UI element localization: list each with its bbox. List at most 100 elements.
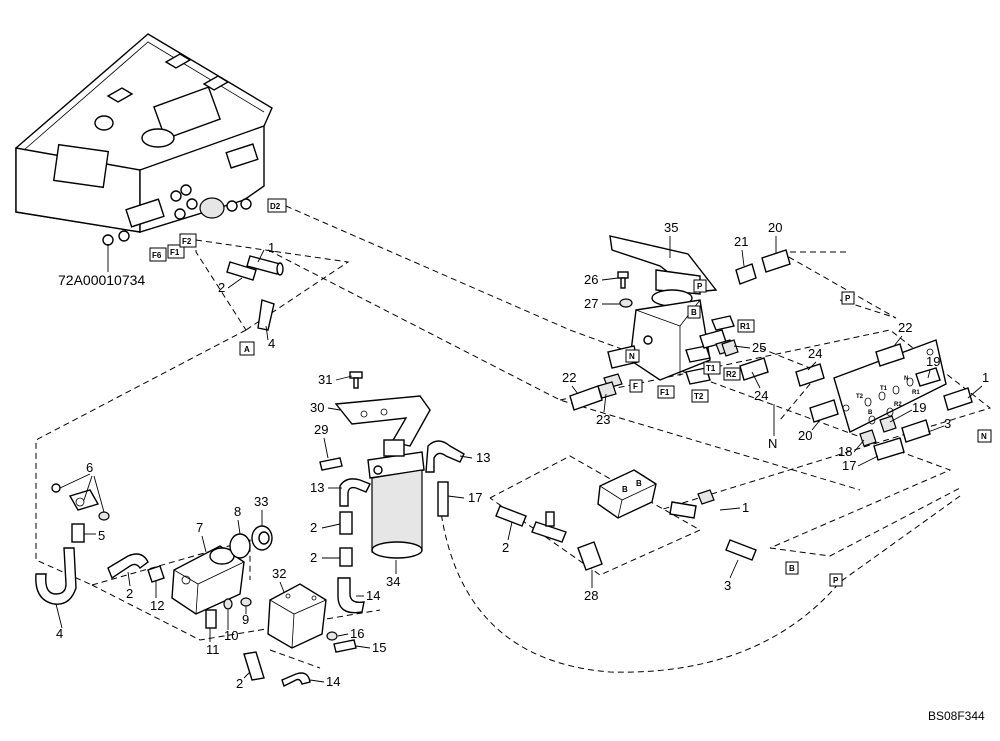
port-label-B-bottom: B — [785, 561, 799, 575]
washer-9 — [240, 597, 252, 607]
svg-text:A: A — [244, 345, 250, 354]
fitting-20-top — [761, 249, 791, 273]
callout-1-right: 1 — [982, 370, 989, 385]
fitting-5 — [71, 523, 85, 543]
port-label-F1: F1 — [167, 244, 185, 259]
callout-19: 19 — [926, 354, 940, 369]
tee-fitting — [531, 511, 567, 543]
hydraulic-tank — [15, 33, 273, 246]
callout-7: 7 — [196, 520, 203, 535]
callout-14-center: 14 — [366, 588, 380, 603]
port-label-T1: T1 — [703, 361, 721, 375]
callout-23: 23 — [596, 412, 610, 427]
port-label-T2: T2 — [691, 389, 709, 403]
fitting-25 — [721, 339, 739, 357]
callout-13-right: 13 — [476, 450, 490, 465]
svg-text:D2: D2 — [270, 202, 281, 211]
callout-27: 27 — [584, 296, 598, 311]
bolt-29 — [319, 457, 343, 471]
tank-part-code: 72A00010734 — [58, 272, 145, 288]
callout-N-letter: N — [768, 436, 777, 451]
elbow-14-bottom — [281, 672, 311, 687]
sheet-code: BS08F344 — [928, 709, 985, 723]
callout-18: 18 — [838, 444, 852, 459]
callout-32: 32 — [272, 566, 286, 581]
callout-1: 1 — [268, 240, 275, 255]
elbow-13-upper — [425, 440, 465, 473]
port-label-F6: F6 — [149, 247, 167, 262]
callout-4: 4 — [268, 336, 275, 351]
elbow-2-pump — [107, 553, 149, 580]
fitting-23 — [597, 381, 617, 399]
fitting-28 — [577, 541, 603, 571]
svg-text:T2: T2 — [694, 392, 704, 401]
callout-31: 31 — [318, 372, 332, 387]
callout-15: 15 — [372, 640, 386, 655]
washer-27 — [619, 298, 633, 308]
svg-text:F1: F1 — [660, 388, 670, 397]
svg-text:R2: R2 — [894, 402, 902, 408]
seal-8 — [229, 533, 251, 559]
fitting-2-right — [495, 505, 527, 527]
port-label-D2: D2 — [267, 198, 287, 213]
fitting-2-center-b — [339, 547, 353, 567]
callout-33: 33 — [254, 494, 268, 509]
svg-text:N: N — [629, 352, 635, 361]
hose-4 — [35, 547, 77, 605]
port-label-F2: F2 — [179, 233, 197, 248]
callout-29: 29 — [314, 422, 328, 437]
callout-8: 8 — [234, 504, 241, 519]
fitting-2-bottom — [243, 651, 265, 681]
pump-7 — [171, 545, 245, 615]
callout-10: 10 — [224, 628, 238, 643]
fitting-2-center-a — [339, 511, 353, 535]
callout-2-filter-b: 2 — [310, 550, 317, 565]
callout-24-right: 24 — [808, 346, 822, 361]
callout-19-lower: 19 — [912, 400, 926, 415]
fitting-12 — [147, 565, 165, 583]
callout-20-right: 20 — [798, 428, 812, 443]
callout-2: 2 — [218, 280, 225, 295]
bolt-15 — [333, 639, 357, 653]
elbow-14-center — [337, 577, 365, 614]
callout-20: 20 — [768, 220, 782, 235]
callout-2-right: 2 — [502, 540, 509, 555]
fitting-24-left — [739, 357, 769, 381]
svg-text:F2: F2 — [182, 237, 192, 246]
callout-22: 22 — [562, 370, 576, 385]
port-label-F1-valve: F1 — [657, 385, 675, 399]
bolt-26 — [617, 271, 629, 289]
svg-text:T1: T1 — [706, 364, 716, 373]
port-label-B-valve: B — [687, 305, 701, 319]
bolt-31 — [349, 371, 363, 389]
filter-34 — [367, 439, 425, 559]
plate-fittings — [795, 343, 973, 461]
port-label-N-valve: N — [625, 349, 640, 363]
callout-12: 12 — [150, 598, 164, 613]
callout-13-left: 13 — [310, 480, 324, 495]
callout-17-center: 17 — [468, 490, 482, 505]
fitting-2-top — [226, 261, 257, 281]
svg-text:T2: T2 — [856, 394, 864, 400]
bolt-11 — [205, 609, 217, 629]
svg-text:P: P — [697, 282, 703, 291]
fitting-22-left — [569, 385, 603, 411]
callout-5: 5 — [98, 528, 105, 543]
port-label-N-right: N — [977, 429, 992, 443]
fitting-21 — [735, 263, 757, 285]
callout-34: 34 — [386, 574, 400, 589]
filter-bracket-30 — [334, 395, 431, 447]
callout-3-center: 3 — [724, 578, 731, 593]
washer-16 — [326, 631, 338, 641]
svg-text:P: P — [845, 294, 851, 303]
manifold-plate: T2 T1 N R1 B R2 — [833, 339, 947, 433]
svg-text:F1: F1 — [170, 248, 180, 257]
svg-text:R1: R1 — [740, 322, 751, 331]
svg-text:B: B — [868, 410, 873, 416]
fitting-1-right — [669, 489, 715, 519]
svg-text:B: B — [691, 308, 697, 317]
port-label-A: A — [239, 341, 255, 356]
callout-2-pump: 2 — [126, 586, 133, 601]
fitting-1-top — [246, 255, 284, 276]
